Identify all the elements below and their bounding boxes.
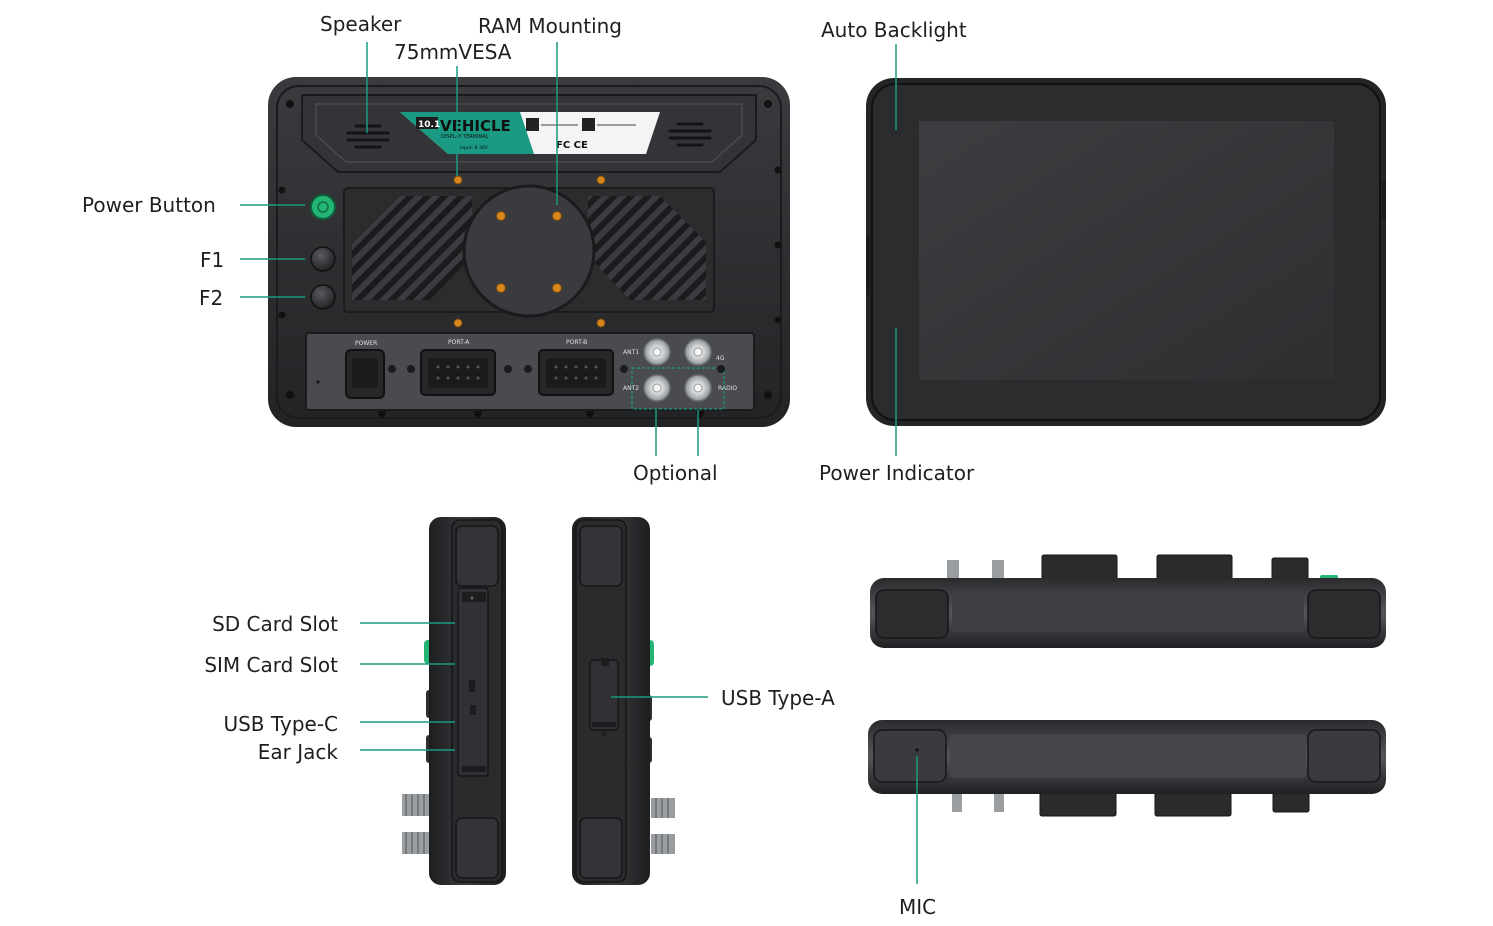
port-label-4g: 4G — [716, 355, 725, 362]
port-label-port-b: PORT-B — [566, 339, 587, 346]
label-ear-jack: Ear Jack — [257, 740, 338, 764]
top-edge-view — [868, 720, 1386, 817]
label-power-button: Power Button — [82, 193, 216, 217]
vesa-bolts — [453, 175, 606, 328]
back-view: 10.1 VEHICLE DISPLAY TERMINAL Input: 8-3… — [268, 77, 790, 427]
label-ram-mounting: RAM Mounting — [478, 14, 622, 38]
label-speaker: Speaker — [320, 12, 402, 36]
label-auto-backlight: Auto Backlight — [821, 18, 967, 42]
product-label: 10.1 VEHICLE DISPLAY TERMINAL Input: 8-3… — [400, 112, 660, 154]
side-view-right — [572, 517, 675, 885]
side-view-left — [402, 517, 506, 885]
label-sd-card-slot: SD Card Slot — [212, 612, 338, 636]
label-usb-type-c: USB Type-C — [223, 712, 338, 736]
antenna-connectors[interactable] — [643, 338, 712, 402]
ram-mount-bolts — [496, 211, 562, 293]
front-screen[interactable] — [919, 121, 1334, 380]
label-optional: Optional — [633, 461, 718, 485]
f2-button[interactable] — [310, 284, 336, 310]
label-certs: FC CE — [556, 140, 588, 151]
ram-mount-disc — [462, 184, 596, 318]
usb-a-cover[interactable] — [589, 659, 619, 731]
label-brand: VEHICLE — [440, 117, 511, 135]
label-f2: F2 — [199, 286, 224, 310]
port-label-ant1: ANT1 — [623, 349, 639, 356]
port-label-power: POWER — [355, 340, 377, 347]
mic-hole — [915, 748, 919, 752]
callout-lines — [240, 42, 918, 884]
label-power-indicator: Power Indicator — [819, 461, 975, 485]
label-usb-type-a: USB Type-A — [721, 686, 835, 710]
port-label-radio: RADIO — [718, 385, 737, 392]
label-mic: MIC — [899, 895, 937, 919]
port-label-ant2: ANT2 — [623, 385, 639, 392]
speaker-grille-right — [668, 122, 712, 147]
power-button[interactable] — [310, 194, 336, 220]
label-sim-card-slot: SIM Card Slot — [204, 653, 338, 677]
label-input: Input: 8-36V — [460, 145, 489, 151]
bottom-edge-view — [870, 554, 1386, 648]
label-size: 10.1 — [418, 120, 440, 130]
front-view — [866, 78, 1386, 426]
port-label-port-a: PORT-A — [448, 339, 470, 346]
label-f1: F1 — [200, 248, 225, 272]
f1-button[interactable] — [310, 246, 336, 272]
label-vesa: 75mmVESA — [394, 40, 512, 64]
label-subtitle: DISPLAY TERMINAL — [441, 134, 489, 140]
speaker-grille-left — [346, 124, 390, 149]
